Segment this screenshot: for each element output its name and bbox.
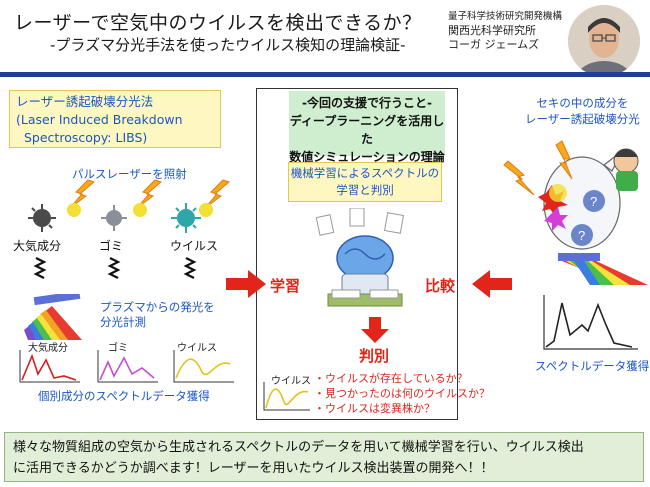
spark-icon <box>67 203 81 217</box>
target-dust: ゴミ <box>99 239 124 253</box>
dust-icon <box>101 205 127 231</box>
spectrum-air <box>21 353 77 381</box>
spectrum-virus <box>175 358 231 379</box>
arrow-left-icon <box>472 270 512 298</box>
affiliation-name: コーガ ジェームズ <box>448 38 540 51</box>
libs-title-box: レーザー誘起破壊分光法 (Laser Induced Breakdown Spe… <box>9 90 221 148</box>
pulse-laser-label: パルスレーザーを照射 <box>72 167 187 181</box>
emission-squiggle-icon <box>33 257 197 279</box>
right-spectrum <box>543 295 638 350</box>
coughing-person-icon <box>613 148 639 191</box>
affiliation-org: 量子科学技術研究開発機構 <box>448 11 563 22</box>
arrow-right-icon <box>226 270 266 298</box>
spectrum-air-label: 大気成分 <box>28 343 68 354</box>
summary-box: 様々な物質組成の空気から生成されるスペクトルのデータを用いて機械学習を行い、ウイ… <box>4 432 644 482</box>
result-bullets: ・ウイルスが存在しているか？ ・見つかったのは何のウイルスか？ ・ウイルスは変異… <box>314 372 490 415</box>
right-footer: スペクトルデータ獲得 <box>535 359 650 373</box>
target-air: 大気成分 <box>13 239 62 253</box>
support-box: -今回の支援で行うこと- ディープラーニングを活用した 数値シミュレーションの理… <box>289 91 445 182</box>
target-virus: ウイルス <box>170 239 219 253</box>
spectrum-virus-label: ウイルス <box>177 343 217 354</box>
question-icon: ? <box>578 228 585 243</box>
left-illustration <box>28 179 230 279</box>
portrait-photo <box>568 5 640 77</box>
air-molecule-icon <box>28 204 56 232</box>
compare-label: 比較 <box>425 277 456 295</box>
center-virus-label: ウイルス <box>271 376 311 387</box>
virus-icon <box>171 203 201 233</box>
header-divider <box>0 72 650 77</box>
laser-bolt-icon <box>69 179 230 209</box>
center-spectrum <box>263 382 310 411</box>
right-illustration: ? ? <box>503 140 648 285</box>
ml-box: 機械学習によるスペクトルの 学習と判別 <box>288 162 442 202</box>
mini-spectra <box>19 350 234 383</box>
spectrometer-icon <box>24 294 82 340</box>
spark-icon <box>133 203 147 217</box>
page-title: レーザーで空気中のウイルスを検出できるか？ <box>14 12 422 34</box>
burst-icon <box>544 207 568 231</box>
judge-label: 判別 <box>359 347 390 365</box>
spark-icon <box>199 203 213 217</box>
question-icon: ? <box>590 194 597 209</box>
ai-robot-icon <box>315 208 405 307</box>
spectrum-dust-label: ゴミ <box>108 343 128 354</box>
affiliation-institute: 関西光科学研究所 <box>448 24 536 37</box>
spectrometer-icon <box>558 253 648 285</box>
laser-bolt-icon <box>503 140 573 196</box>
learn-label: 学習 <box>270 277 301 295</box>
right-heading: セキの中の成分を レーザー誘起破壊分光 <box>525 96 640 126</box>
page-subtitle: -プラズマ分光手法を使ったウイルス検知の理論検証- <box>50 36 406 54</box>
left-footer: 個別成分のスペクトルデータ獲得 <box>38 389 210 403</box>
emission-label: プラズマからの発光を 分光計測 <box>100 300 215 329</box>
spectrum-dust <box>99 356 155 381</box>
affiliation: 量子科学技術研究開発機構 関西光科学研究所 コーガ ジェームズ <box>448 10 562 52</box>
arrow-down-icon <box>361 317 389 343</box>
